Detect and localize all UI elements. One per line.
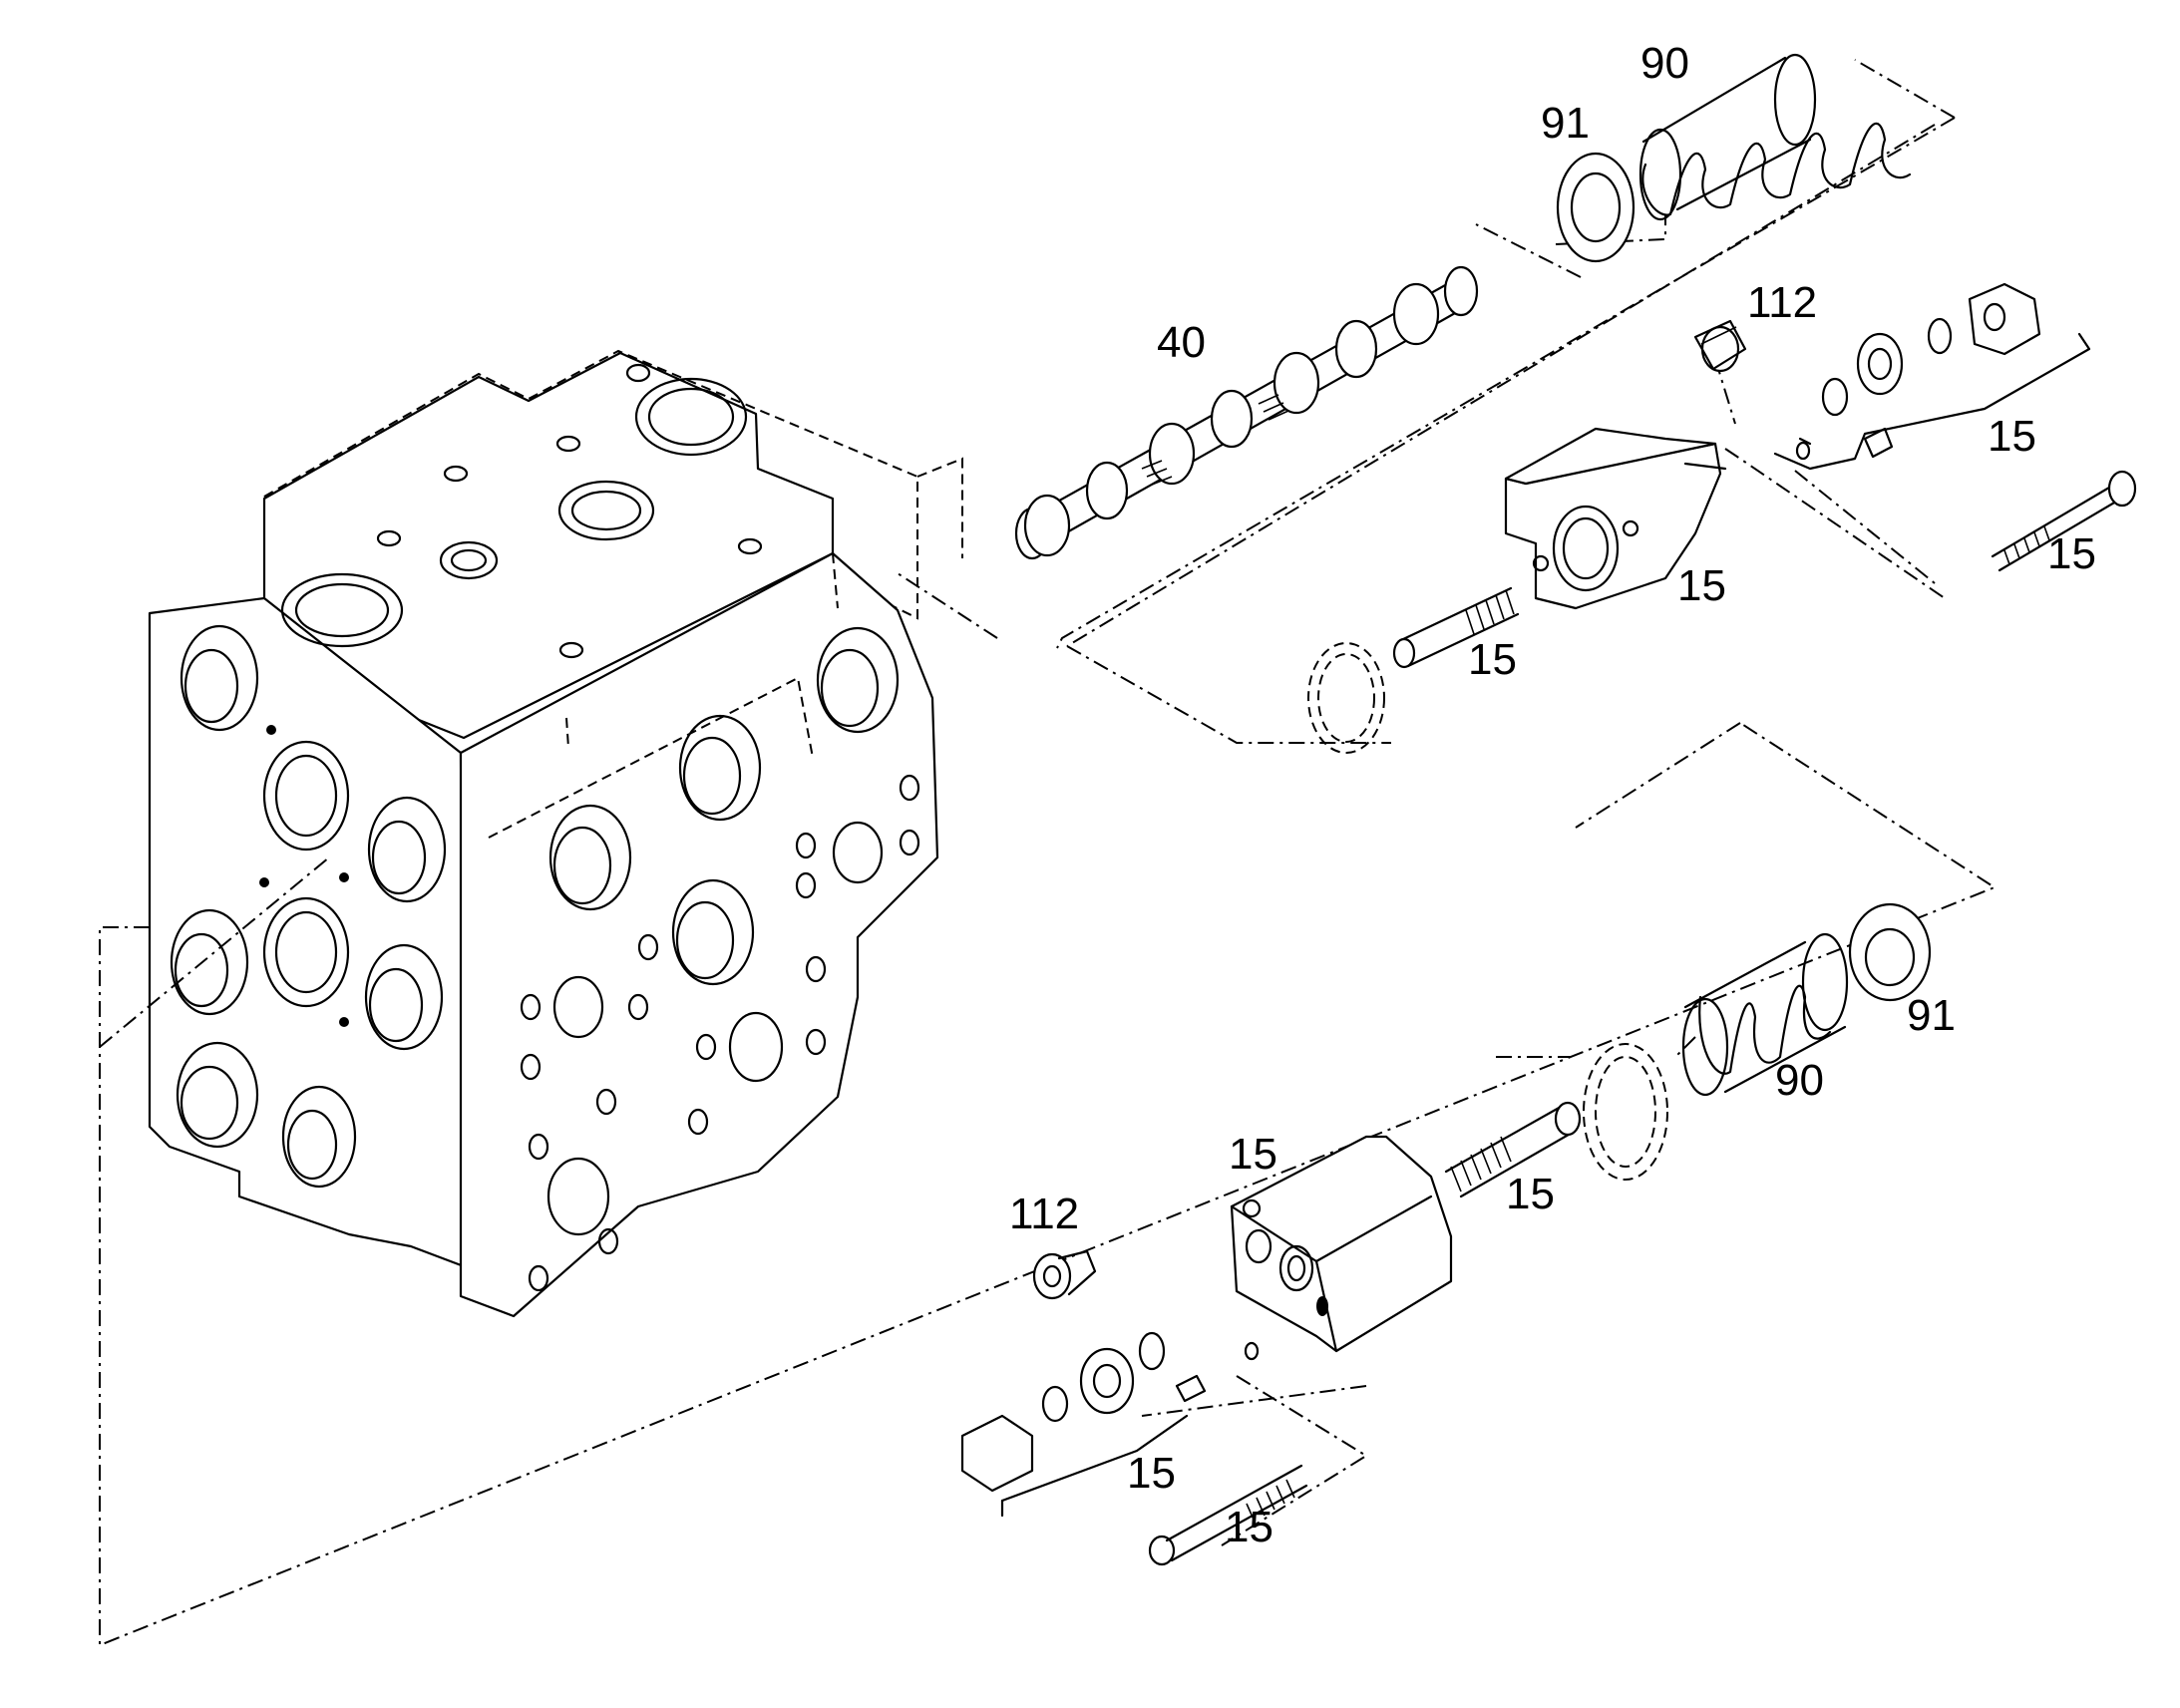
cover-15-lower bbox=[1230, 1135, 1453, 1353]
callout-plug-upper: 112 bbox=[1747, 278, 1817, 327]
callout-kit-lower-screw: 15 bbox=[1225, 1503, 1273, 1551]
washer-91-lower bbox=[1848, 902, 1932, 1002]
callout-spool: 40 bbox=[1157, 318, 1206, 367]
callout-washer-upper: 91 bbox=[1541, 99, 1590, 148]
callout-washer-lower: 91 bbox=[1907, 991, 1956, 1040]
screw-15-lower bbox=[1148, 1464, 1308, 1566]
callout-kit-upper-fittings: 15 bbox=[1988, 412, 2036, 461]
assembly-centerlines bbox=[99, 59, 1998, 1647]
upper-fittings bbox=[1795, 282, 2041, 461]
kit-brackets bbox=[1000, 332, 2091, 1518]
washer-91-upper bbox=[1556, 152, 1635, 263]
stud-15-upper bbox=[1392, 586, 1520, 669]
screw-15-upper bbox=[1991, 470, 2137, 572]
callout-spring-lower: 90 bbox=[1775, 1056, 1824, 1105]
plug-112-upper bbox=[1693, 319, 1747, 373]
spring-90-lower bbox=[1681, 932, 1849, 1097]
callout-kit-upper-stud: 15 bbox=[1468, 635, 1517, 684]
plug-112-lower bbox=[1032, 1249, 1097, 1300]
callout-cover-lower: 15 bbox=[1229, 1130, 1277, 1179]
callout-plug-lower: 112 bbox=[1009, 1190, 1079, 1238]
seal-ring-lower bbox=[1583, 1043, 1668, 1181]
spool-40 bbox=[1014, 265, 1479, 560]
cover-15-upper bbox=[1504, 427, 1722, 610]
seal-ring-upper bbox=[1307, 642, 1385, 754]
top-ports bbox=[280, 363, 763, 659]
stud-15-lower bbox=[1444, 1101, 1582, 1198]
callout-spring-upper: 90 bbox=[1640, 39, 1689, 88]
callout-kit-lower-fittings: 15 bbox=[1127, 1449, 1176, 1498]
callout-stud-lower: 15 bbox=[1506, 1170, 1555, 1218]
callout-labels: 90 91 40 112 15 15 15 15 91 90 15 15 112… bbox=[1009, 39, 2096, 1551]
left-face-ports bbox=[170, 624, 447, 1189]
valve-body bbox=[148, 349, 963, 1318]
spring-90-upper bbox=[1638, 53, 1912, 221]
right-face-ports bbox=[520, 626, 920, 1292]
lower-fittings bbox=[960, 1331, 1260, 1493]
callout-kit-upper-screw: 15 bbox=[2047, 529, 2096, 578]
callout-kit-upper-cover: 15 bbox=[1677, 561, 1726, 610]
